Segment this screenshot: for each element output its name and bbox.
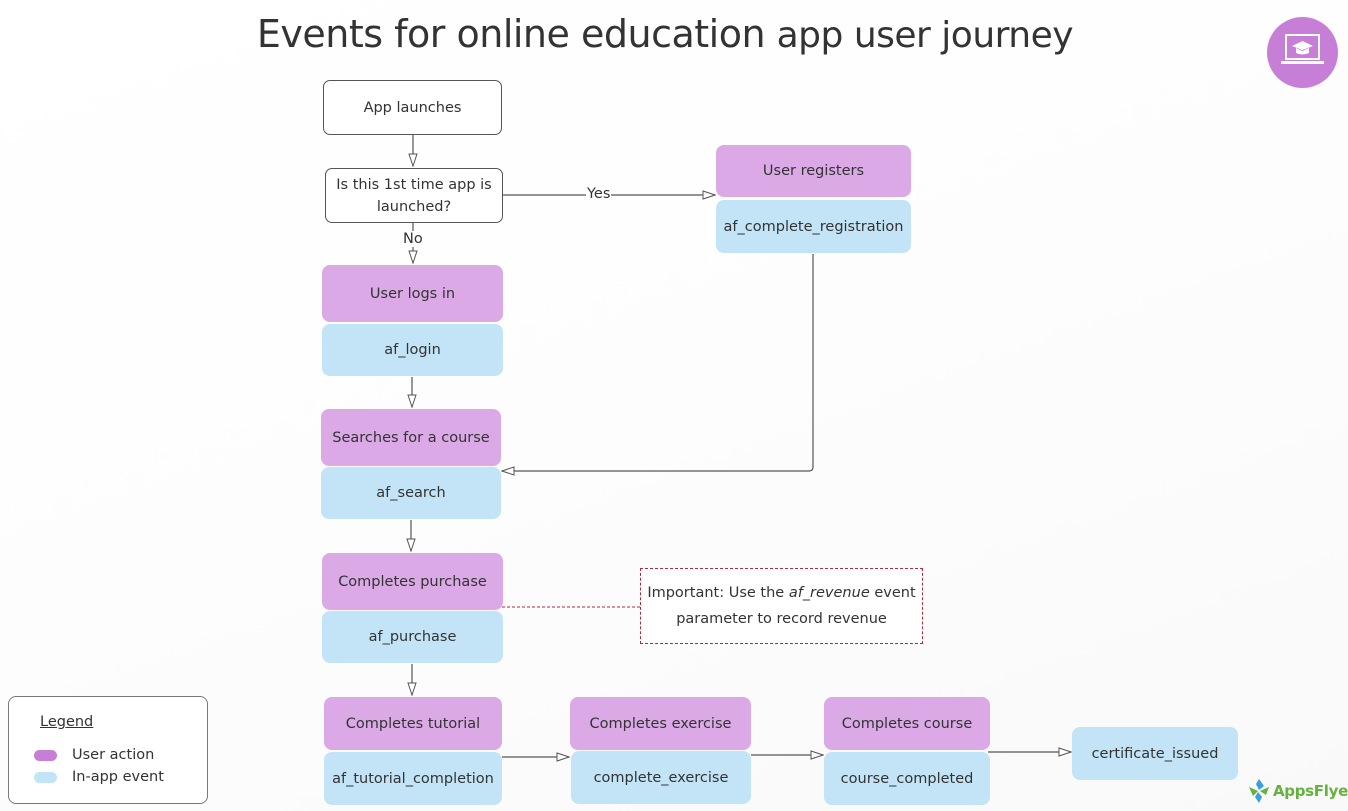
edge-label-yes: Yes xyxy=(586,186,612,202)
node-completes-exercise: Completes exercise xyxy=(570,697,751,750)
node-user-logs-in: User logs in xyxy=(322,265,503,322)
note-prefix: Important: Use the xyxy=(647,585,789,601)
node-complete-exercise: complete_exercise xyxy=(571,751,751,804)
node-app-launches: App launches xyxy=(323,80,502,135)
node-course-completed: course_completed xyxy=(824,752,990,805)
node-completes-tutorial: Completes tutorial xyxy=(324,697,502,750)
node-af-purchase: af_purchase xyxy=(322,611,503,663)
node-completes-purchase: Completes purchase xyxy=(322,553,503,610)
revenue-note: Important: Use the af_revenue event para… xyxy=(640,568,923,644)
edge-label-no: No xyxy=(403,231,423,247)
appsflyer-logo: AppsFlyer xyxy=(1247,778,1348,804)
node-af-tutorial-completion: af_tutorial_completion xyxy=(324,752,502,805)
appsflyer-logo-text: AppsFlyer xyxy=(1273,782,1348,800)
edge-registration-to-search xyxy=(502,254,814,471)
legend: Legend User action In-app event xyxy=(8,696,208,804)
note-emphasis: af_revenue xyxy=(788,585,870,601)
node-certificate-issued: certificate_issued xyxy=(1072,727,1238,780)
legend-item-user-action: User action xyxy=(34,747,154,763)
legend-label-in-app-event: In-app event xyxy=(72,769,164,785)
laptop-graduation-cap-icon xyxy=(1267,17,1338,88)
node-af-complete-registration: af_complete_registration xyxy=(716,200,911,253)
legend-swatch-in-app-event xyxy=(34,771,57,783)
page-title: Events for online education app user jou… xyxy=(0,12,1330,56)
legend-title: Legend xyxy=(40,714,94,730)
appsflyer-logo-icon xyxy=(1249,779,1269,803)
legend-label-user-action: User action xyxy=(72,747,155,763)
node-user-registers: User registers xyxy=(716,145,911,197)
legend-swatch-user-action xyxy=(34,749,57,761)
title-main: Events for online education xyxy=(256,12,766,56)
node-completes-course: Completes course xyxy=(824,697,990,750)
node-first-launch-decision: Is this 1st time app is launched? xyxy=(325,168,503,223)
node-searches-course: Searches for a course xyxy=(321,409,501,466)
title-tail: app user journey xyxy=(776,15,1074,56)
legend-item-in-app-event: In-app event xyxy=(34,769,164,785)
node-af-search: af_search xyxy=(321,467,501,519)
note-suffix: event parameter to record revenue xyxy=(676,585,916,627)
node-af-login: af_login xyxy=(322,324,503,376)
